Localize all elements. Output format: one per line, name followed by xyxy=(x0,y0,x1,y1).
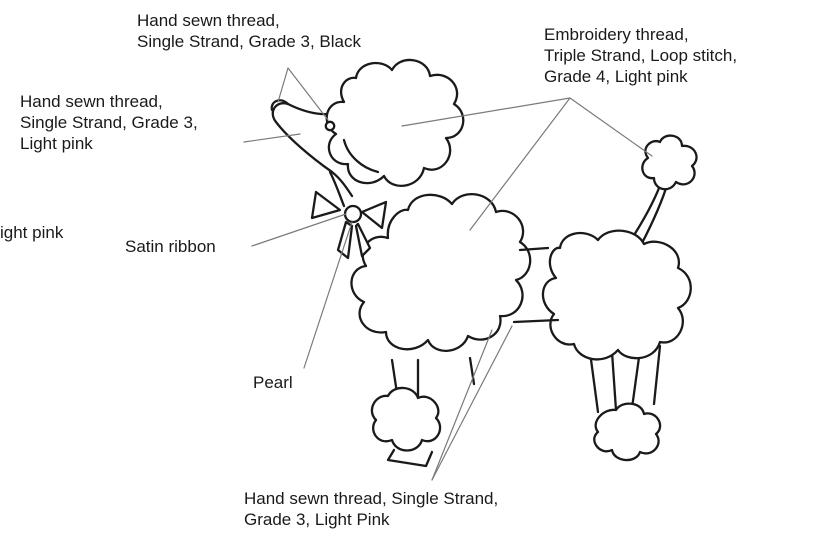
hindquarter-pompom xyxy=(541,229,692,361)
front-paw-pompom xyxy=(370,386,442,452)
chest-pompom xyxy=(350,193,532,352)
nose xyxy=(270,99,290,112)
pearl-icon xyxy=(343,204,363,224)
label-black-thread-line2: Single Strand, Grade 3, Black xyxy=(137,32,361,51)
label-embroidery-line3: Grade 4, Light pink xyxy=(544,67,688,86)
front-leg-second xyxy=(468,356,476,386)
leader-nose-pink xyxy=(243,133,301,143)
tail-pompom xyxy=(641,134,698,191)
eye-icon xyxy=(324,120,336,132)
bow-left-loop xyxy=(310,190,342,220)
leader-satin-ribbon xyxy=(251,213,347,247)
topknot-pompom xyxy=(325,58,465,187)
leader-embroidery-chest xyxy=(469,97,571,231)
label-black-thread-line1: Hand sewn thread, xyxy=(137,11,280,30)
back-leg xyxy=(588,350,618,414)
leader-body-leg xyxy=(431,329,493,481)
label-embroidery-line2: Triple Strand, Loop stitch, xyxy=(544,46,738,65)
leader-embroidery-head xyxy=(401,97,571,127)
label-satin-ribbon: Satin ribbon xyxy=(125,237,216,256)
bow-right-loop xyxy=(360,200,388,230)
ear-curve xyxy=(342,138,380,174)
leader-black-nose xyxy=(277,67,289,103)
label-embroidery-line1: Embroidery thread, xyxy=(544,25,689,44)
label-body-thread-line2: Grade 3, Light Pink xyxy=(244,510,390,529)
front-foot xyxy=(386,448,434,468)
label-black-thread: Hand sewn thread, Single Strand, Grade 3… xyxy=(137,10,361,52)
label-pearl: Pearl xyxy=(253,373,293,392)
label-nose-thread-line2: Single Strand, Grade 3, xyxy=(20,113,198,132)
label-nose-thread: Hand sewn thread, Single Strand, Grade 3… xyxy=(20,91,198,154)
label-embroidery-thread: Embroidery thread, Triple Strand, Loop s… xyxy=(544,24,737,87)
label-nose-thread-line3: Light pink xyxy=(20,134,93,153)
back-paw-pompom xyxy=(593,402,662,462)
belly-line xyxy=(512,246,560,324)
bow-tail-right xyxy=(354,222,372,258)
leader-black-eye xyxy=(287,67,329,121)
label-body-thread: Hand sewn thread, Single Strand, Grade 3… xyxy=(244,488,498,530)
label-nose-thread-line1: Hand sewn thread, xyxy=(20,92,163,111)
muzzle xyxy=(271,102,354,198)
leader-pearl xyxy=(303,221,353,369)
back-leg-rear xyxy=(630,348,642,410)
back-leg-rear-front xyxy=(652,344,662,406)
neck xyxy=(328,170,346,208)
leader-embroidery-tail xyxy=(569,97,653,157)
label-cut-off: ight pink xyxy=(0,223,64,242)
tail-stem-back xyxy=(639,180,670,247)
leader-body-belly xyxy=(431,325,513,481)
label-body-thread-line1: Hand sewn thread, Single Strand, xyxy=(244,489,499,508)
